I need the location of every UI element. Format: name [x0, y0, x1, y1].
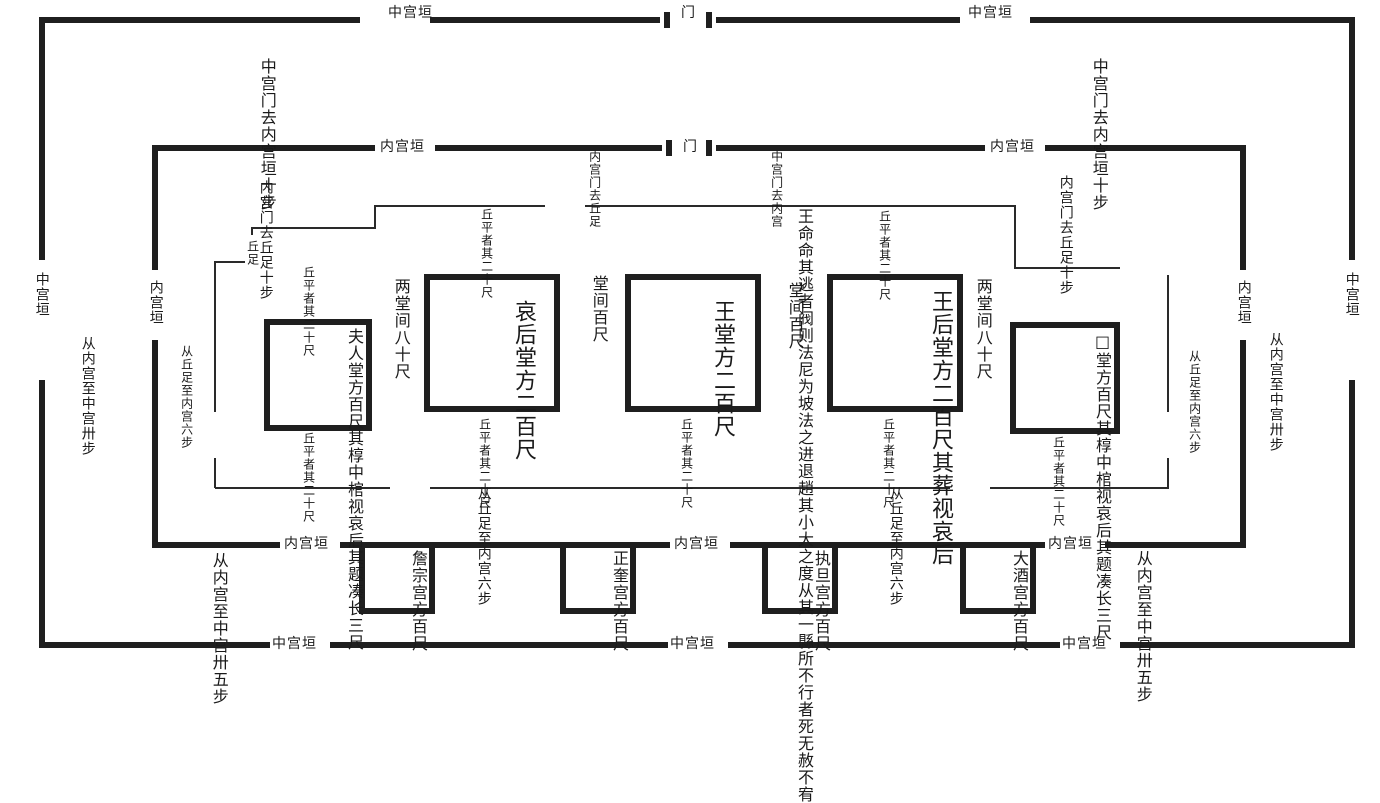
- inner-wall-label-top-left: 内宫垣: [380, 139, 425, 155]
- hall-unknown-text: □堂方百尺其椁中棺视哀后其题凑长三尺: [1093, 332, 1112, 641]
- inner-wall-label-bottom-left: 内宫垣: [284, 536, 329, 552]
- outer-wall-label-bottom-mid: 中宫垣: [670, 636, 715, 652]
- note-left-hall: 两堂间八十尺: [391, 278, 411, 380]
- note-qiu-ping-3: 丘平者其二十尺: [679, 418, 694, 509]
- edict-text: 王命命其逃者阀则法尼为坡法之进退趙其小大之度从其一縣所不行者死无赦不宥: [795, 208, 814, 803]
- hall-wang: [625, 274, 761, 412]
- outer-wall-label-right: 中宫垣: [1343, 272, 1360, 317]
- mausoleum-plan: [34, 12, 1360, 653]
- palaces: [359, 542, 1036, 614]
- note-outer-top-right: 中宫门去内宫垣十步: [1089, 58, 1109, 211]
- inner-wall: [147, 140, 1251, 553]
- hall-furen: [264, 319, 372, 431]
- note-inner-top-left: 内宫门去丘足十步: [257, 180, 274, 300]
- outer-wall-label-left: 中宫垣: [33, 272, 50, 317]
- outer-wall: [34, 12, 1360, 653]
- note-center-left: 堂间百尺: [589, 275, 609, 343]
- note-left-side: 从内宫至中宫卅步: [79, 336, 96, 456]
- palace-2-text: 正奎宫方百尺: [610, 550, 629, 652]
- palace-1-text: 詹宗宫方百尺: [409, 550, 428, 652]
- note-qiu-ping-4: 丘平者其二十尺: [881, 418, 896, 509]
- note-center-right: 堂间百尺: [785, 282, 805, 350]
- hall-aihou: [424, 274, 560, 412]
- note-right-side: 从内宫至中宫卅步: [1267, 332, 1284, 452]
- note-gate-right-small: 中宫门去内宫: [769, 150, 784, 228]
- outer-wall-label-top-left: 中宫垣: [388, 5, 433, 21]
- note-bottom-step-left: 从丘足至内宫六步: [475, 486, 492, 606]
- inner-wall-label-top-right: 内宫垣: [990, 139, 1035, 155]
- note-inner-top-right: 内宫门去丘足十步: [1057, 175, 1074, 295]
- palace-4-text: 大酒宫方百尺: [1010, 550, 1029, 652]
- note-bottom-right-outer: 从内宫至中宫卅五步: [1133, 550, 1153, 703]
- palace-3-text: 执旦宫方百尺: [812, 550, 831, 652]
- inner-gate-label: 门: [683, 139, 698, 155]
- note-qiu-ping-5: 丘平者其二十尺: [1051, 436, 1066, 527]
- note-qiu-ping-2: 丘平者其二十尺: [477, 418, 492, 509]
- outer-wall-label-top-right: 中宫垣: [968, 5, 1013, 21]
- halls: [264, 274, 1120, 434]
- inner-wall-label-left: 内宫垣: [147, 280, 164, 325]
- hall-furen-text: 夫人堂方百尺其椁中棺视哀后其题凑长三尺: [345, 328, 364, 651]
- outer-gate-label: 门: [681, 5, 696, 21]
- note-left-step: 从丘足至内宫六步: [179, 345, 194, 449]
- note-outer-top-left: 中宫门去内宫垣十步: [257, 58, 277, 211]
- note-top-small-right: 丘平者其二十尺: [877, 210, 892, 301]
- note-gate-left-small: 内宫门去丘足: [587, 150, 602, 228]
- mound-boundary: [208, 198, 1195, 496]
- inner-wall-label-bottom-right: 内宫垣: [1048, 536, 1093, 552]
- hall-wanghou: [827, 274, 963, 412]
- outer-wall-label-bottom-right: 中宫垣: [1062, 636, 1107, 652]
- note-qiu-ping-1: 丘平者其二十尺: [301, 432, 316, 523]
- qiu-zu-label: 丘足: [245, 240, 260, 266]
- hall-wang-text: 王堂方二百尺: [710, 300, 735, 438]
- hall-aihou-text: 哀后堂方二百尺: [511, 300, 536, 461]
- note-bottom-step-right: 从丘足至内宫六步: [887, 486, 904, 606]
- note-bottom-left-outer: 从内宫至中宫卅五步: [209, 552, 229, 705]
- hall-wanghou-text: 王后堂方二百尺其葬视哀后: [928, 290, 953, 566]
- outer-wall-label-bottom-left: 中宫垣: [272, 636, 317, 652]
- note-top-small-left: 丘平者其二十尺: [479, 208, 494, 299]
- inner-wall-label-right: 内宫垣: [1235, 280, 1252, 325]
- note-right-hall: 两堂间八十尺: [973, 278, 993, 380]
- inner-wall-label-bottom-mid: 内宫垣: [674, 536, 719, 552]
- note-right-step: 从丘足至内宫六步: [1187, 350, 1202, 454]
- hall-unknown: [1010, 322, 1120, 434]
- note-qiu-ping-6: 丘平者其二十尺: [301, 266, 316, 357]
